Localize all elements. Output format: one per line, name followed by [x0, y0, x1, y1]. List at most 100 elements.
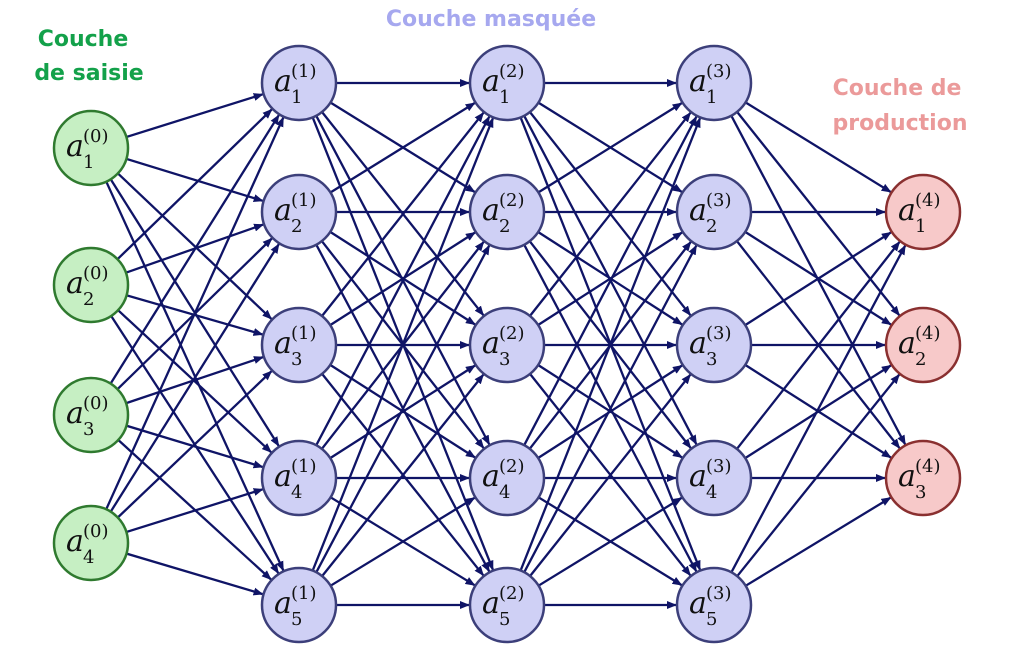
edge-l0-n4-to-l1-n3 [117, 370, 273, 519]
neuron-circle [260, 173, 338, 251]
edge-l3-n1-to-l4-n1 [744, 101, 892, 193]
neuron-node-index: 4 [499, 482, 510, 503]
neuron-node-index: 1 [83, 152, 94, 173]
neuron-variable: a [482, 64, 500, 99]
neuron-node-index: 2 [83, 289, 94, 310]
edge-l2-n5-to-l3-n4 [537, 496, 683, 587]
neuron-hidden-l3-n1: a(3)1 [675, 44, 753, 122]
neuron-hidden-l3-n5: a(3)5 [675, 566, 753, 644]
neuron-variable: a [689, 586, 707, 621]
neuron-variable: a [274, 64, 292, 99]
neuron-circle [468, 306, 546, 384]
neuron-variable: a [898, 193, 916, 228]
neuron-hidden-l1-n3: a(1)3 [260, 306, 338, 384]
neuron-variable: a [66, 524, 84, 559]
neuron-variable: a [689, 64, 707, 99]
edge-l2-n5-to-l3-n3 [529, 373, 692, 577]
neuron-circle [52, 504, 130, 582]
edge-l0-n3-to-l1-n4 [126, 424, 264, 469]
neuron-circle [52, 246, 130, 324]
neuron-circle [675, 173, 753, 251]
neuron-variable: a [274, 193, 292, 228]
neuron-layer-index: (0) [83, 126, 109, 147]
edge-l0-n1-to-l1-n1 [125, 93, 264, 139]
output-layer-title-line2: production [833, 111, 968, 136]
neuron-hidden-l3-n4: a(3)4 [675, 439, 753, 517]
neuron-node-index: 4 [706, 482, 717, 503]
neuron-circle [884, 173, 962, 251]
neuron-node-index: 3 [915, 482, 926, 503]
neuron-variable: a [898, 326, 916, 361]
neuron-layer-index: (3) [706, 323, 732, 344]
neuron-hidden-l2-n4: a(2) 4 [468, 439, 546, 517]
neuron-hidden-l1-n2: a(1)2 [260, 173, 338, 251]
edge-l2-n5-to-l3-n1 [519, 117, 702, 572]
neuron-node-index: 3 [706, 349, 717, 370]
neuron-node-index: 5 [291, 609, 302, 630]
neuron-hidden-l2-n5: a(2)5 [468, 566, 546, 644]
neuron-circle [468, 44, 546, 122]
input-layer-title-line2: de saisie [34, 61, 143, 86]
neuron-node-index: 1 [706, 87, 717, 108]
edge-l1-n5-to-l2-n2 [315, 244, 491, 573]
neuron-hidden-l2-n2: a(2)2 [468, 173, 546, 251]
neuron-input-l0-n4: a(0) 4 [52, 504, 130, 582]
neuron-layer-index: (0) [83, 393, 109, 414]
connections [105, 79, 907, 609]
edge-l3-n4-to-l4-n1 [735, 241, 901, 450]
neuron-layer-index: (1) [291, 61, 317, 82]
edge-l2-n4-to-l3-n1 [523, 115, 698, 446]
edge-l0-n2-to-l1-n1 [116, 108, 273, 261]
edge-l3-n3-to-l4-n1 [744, 231, 892, 327]
neuron-layer-index: (1) [291, 323, 317, 344]
neuron-circle [52, 376, 130, 454]
neuron-layer-index: (0) [83, 521, 109, 542]
neuron-node-index: 3 [499, 349, 510, 370]
edge-l2-n2-to-l3-n1 [537, 102, 683, 194]
neuron-layer-index: (3) [706, 583, 732, 604]
edge-l0-n3-to-l1-n1 [109, 114, 280, 385]
neurons: a(0)1a(0)2a(0)3a(0)4a(1)1a(1)2a(1)3a(1)4… [52, 44, 962, 644]
neuron-input-l0-n1: a(0) 1 [52, 109, 130, 187]
neuron-node-index: 2 [499, 216, 510, 237]
neuron-variable: a [689, 326, 707, 361]
neuron-hidden-l2-n1: a(2)1 [468, 44, 546, 122]
neuron-layer-index: (4) [915, 456, 941, 477]
neuron-node-index: 2 [291, 216, 302, 237]
edge-l3-n5-to-l4-n1 [730, 244, 907, 573]
neuron-node-index: 1 [499, 87, 510, 108]
neuron-output-l4-n1: a(4)1 [884, 173, 962, 251]
neuron-layer-index: (4) [915, 323, 941, 344]
neuron-node-index: 3 [291, 349, 302, 370]
neuron-circle [468, 439, 546, 517]
neuron-node-index: 3 [83, 419, 94, 440]
neuron-circle [260, 566, 338, 644]
edge-l2-n3-to-l3-n2 [537, 231, 683, 326]
edge-l0-n4-to-l1-n2 [109, 243, 280, 513]
edge-l0-n4-to-l1-n4 [125, 488, 264, 534]
edge-l3-n5-to-l4-n2 [736, 373, 901, 577]
edge-l1-n2-to-l2-n1 [329, 102, 476, 194]
edge-l3-n5-to-l4-n3 [745, 496, 892, 587]
neuron-node-index: 4 [291, 482, 302, 503]
neuron-variable: a [482, 193, 500, 228]
neuron-node-index: 5 [499, 609, 510, 630]
neuron-circle [260, 439, 338, 517]
neuron-layer-index: (2) [499, 583, 525, 604]
neuron-variable: a [66, 129, 84, 164]
neuron-variable: a [689, 193, 707, 228]
neuron-layer-index: (3) [706, 190, 732, 211]
neuron-hidden-l2-n3: a(2)3 [468, 306, 546, 384]
neuron-layer-index: (2) [499, 456, 525, 477]
neuron-hidden-l1-n4: a(1)4 [260, 439, 338, 517]
neuron-hidden-l1-n5: a(1)5 [260, 566, 338, 644]
neuron-node-index: 4 [83, 547, 94, 568]
neuron-hidden-l1-n1: a(1)1 [260, 44, 338, 122]
edge-l0-n1-to-l1-n2 [126, 157, 264, 202]
neuron-variable: a [482, 326, 500, 361]
edge-l3-n1-to-l4-n3 [730, 115, 907, 446]
neuron-output-l4-n3: a(4)3 [884, 439, 962, 517]
neuron-variable: a [482, 459, 500, 494]
neuron-input-l0-n2: a(0)2 [52, 246, 130, 324]
edge-l1-n5-to-l2-n4 [330, 496, 476, 587]
